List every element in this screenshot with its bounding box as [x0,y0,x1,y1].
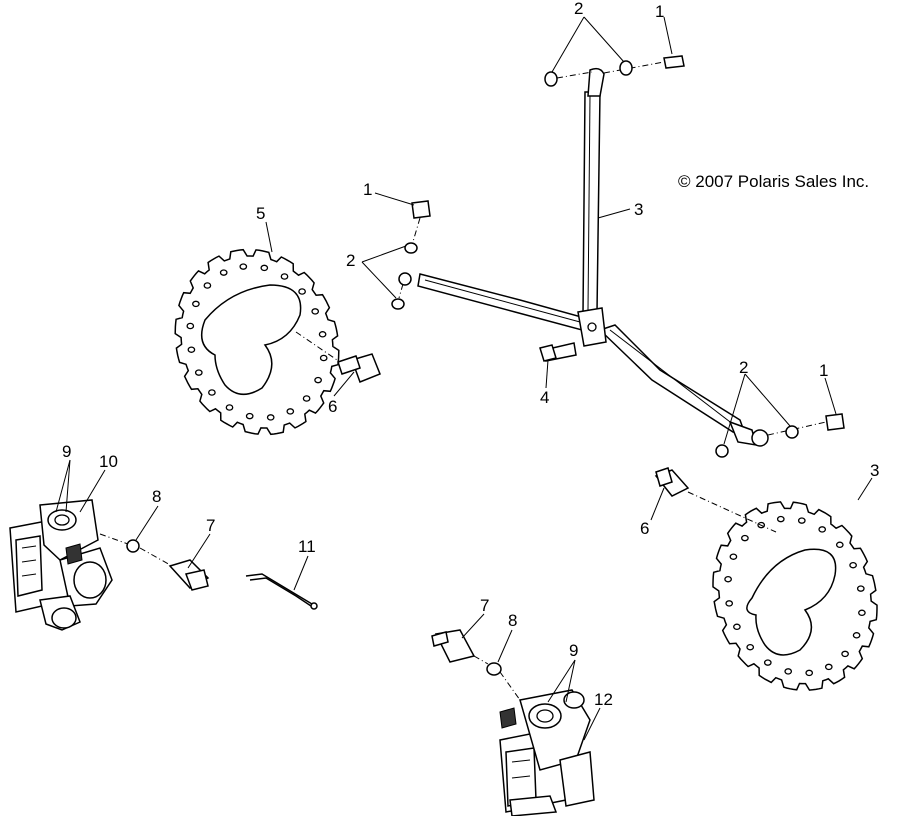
callout-7: 7 [480,596,489,615]
callout-3: 3 [870,461,879,480]
rotor-vent-hole [805,669,814,677]
callout-4: 4 [540,388,549,407]
rotor-vent-hole [186,322,195,330]
rotor-vent-hole [239,263,248,270]
rotor-vent-hole [319,354,328,362]
washer-left-lower [391,298,405,310]
nut-right [486,662,502,676]
callout-1: 1 [363,180,372,199]
callout-8: 8 [152,487,161,506]
rotor-vent-hole [763,659,772,666]
rotor-vent-hole [858,609,866,617]
callout-6: 6 [640,519,649,538]
brake-line-vertical [582,67,605,315]
rotor-vent-hole [856,585,865,592]
rotor-vent-hole [260,264,269,272]
rotor-vent-hole [203,282,212,289]
banjo-bolt-right [767,413,845,436]
junction-bolt [539,344,557,362]
rotor-vent-hole [725,600,734,607]
washer-top-right [619,60,633,76]
rotor-vent-hole [746,643,755,651]
banjo-bolt-left [411,200,431,246]
rotor-vent-hole [286,408,295,415]
rotor-bolt-left [295,331,381,383]
rotor-vent-hole [318,331,327,338]
rotor-vent-hole [266,414,275,421]
rotor-vent-hole [797,517,806,524]
brake-rotor-right [712,501,878,691]
callout-2: 2 [739,358,748,377]
rotor-vent-hole [302,395,311,402]
caliper-pin-left [168,559,210,591]
rotor-vent-hole [298,288,306,295]
callout-3: 3 [634,200,643,219]
caliper-spring-clip [245,573,318,610]
rotor-vent-hole [849,561,857,569]
washer-right-outer [785,425,799,439]
rotor-vent-hole [208,389,216,396]
washer-right-inner [715,444,729,458]
rotor-vent-hole [192,300,200,308]
rotor-vent-hole [784,668,793,675]
callout-8: 8 [508,611,517,630]
rotor-vent-hole [280,273,289,280]
brake-caliper-right [499,689,595,817]
brake-line-junction [543,307,607,362]
rotor-vent-hole [741,534,749,542]
callout-6: 6 [328,397,337,416]
rotor-vent-hole [841,650,849,658]
rotor-vent-hole [733,623,741,631]
rotor-vent-hole [219,269,228,276]
brake-caliper-left [9,499,113,631]
callout-1: 1 [819,361,828,380]
washer-left-upper [404,242,418,254]
rotor-vent-hole [724,575,732,583]
callout-7: 7 [206,516,215,535]
callout-9: 9 [62,442,71,461]
brake-line-right [598,324,769,447]
rotor-vent-hole [225,404,234,411]
rotor-vent-hole [311,308,320,315]
copyright-notice: © 2007 Polaris Sales Inc. [678,172,870,191]
leader-lines [55,16,873,741]
rotor-bolt-right [654,467,777,533]
callout-2: 2 [574,0,583,18]
callout-9: 9 [569,641,578,660]
caliper-pin-right [431,629,489,665]
rotor-vent-hole [729,553,738,560]
rotor-vent-hole [824,663,833,671]
rotor-vent-hole [314,376,322,384]
callout-numbers: 1 2 3 1 2 5 6 4 2 1 3 6 9 10 8 7 11 7 8 … [62,0,879,709]
rotor-vent-hole [245,412,254,420]
rotor-vent-hole [852,632,861,639]
rotor-vent-hole [818,526,827,533]
rotor-vent-hole [835,541,844,549]
brake-line-left [398,272,586,331]
callout-10: 10 [99,452,118,471]
callout-5: 5 [256,204,265,223]
rotor-vent-hole [194,369,203,376]
callout-12: 12 [594,690,613,709]
rotor-vent-hole [187,346,196,353]
callout-1: 1 [655,2,664,21]
callout-11: 11 [298,537,316,556]
nut-left [126,539,140,553]
callout-2: 2 [346,251,355,270]
washer-top-left [544,71,558,87]
brake-rotor-left [174,248,340,436]
banjo-bolt-top [603,55,685,74]
rotor-vent-hole [776,515,785,523]
